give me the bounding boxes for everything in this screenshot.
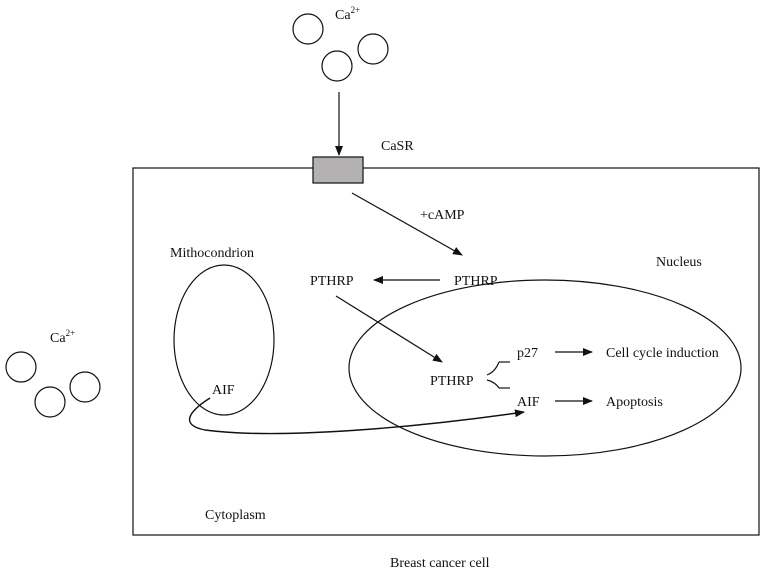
calcium-ion	[321, 50, 353, 82]
cytoplasm-label: Cytoplasm	[205, 508, 266, 523]
camp-label: +cAMP	[420, 208, 465, 223]
mitochondrion-label: Mithocondrion	[170, 246, 254, 261]
arrow-aif-translocation	[188, 397, 525, 435]
cell-cycle-label: Cell cycle induction	[606, 346, 719, 361]
calcium-ion	[69, 371, 101, 403]
caption: Breast cancer cell	[390, 556, 490, 571]
ca-label-left: Ca2+	[50, 328, 75, 346]
calcium-ions-top	[292, 13, 389, 82]
calcium-ions-left	[5, 351, 101, 418]
ca-label-top: Ca2+	[335, 5, 360, 23]
inhibition-p27	[486, 361, 500, 376]
aif-nucleus-label: AIF	[517, 395, 540, 410]
mitochondrion	[173, 264, 275, 416]
calcium-ion	[5, 351, 37, 383]
pthrp-cytoplasm-label: PTHRP	[310, 274, 354, 289]
cell-boundary	[132, 167, 760, 536]
inhibition-aif	[486, 379, 500, 389]
calcium-ion	[292, 13, 324, 45]
casr-label: CaSR	[381, 139, 414, 154]
pthrp-center-label: PTHRP	[430, 374, 474, 389]
nucleus	[348, 279, 742, 457]
arrow-receptor-to-nucleus	[351, 192, 463, 256]
pthrp-nucleus-label: PTHRP	[454, 274, 498, 289]
calcium-ion	[357, 33, 389, 65]
arrow-pthrp-import	[335, 295, 443, 363]
nucleus-label: Nucleus	[656, 255, 702, 270]
aif-mito-label: AIF	[212, 383, 235, 398]
p27-label: p27	[517, 346, 538, 361]
apoptosis-label: Apoptosis	[606, 395, 663, 410]
casr-receptor	[312, 156, 364, 184]
calcium-ion	[34, 386, 66, 418]
